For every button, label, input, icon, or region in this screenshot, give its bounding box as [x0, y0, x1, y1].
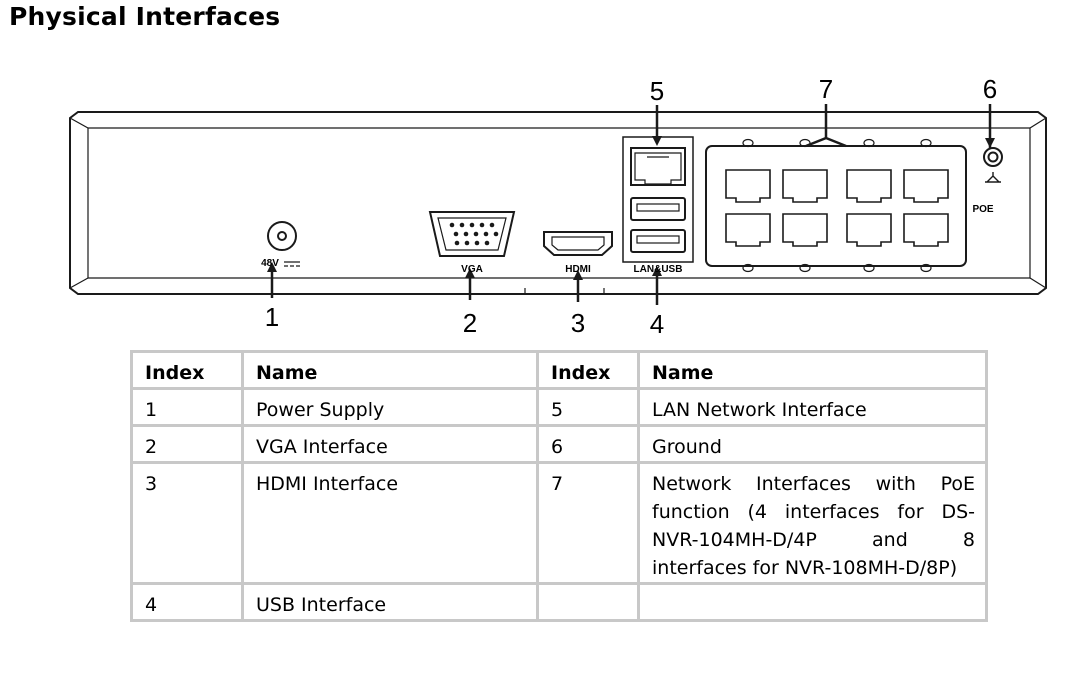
label-vga: VGA — [461, 264, 483, 275]
name-cell: VGA Interface — [241, 424, 539, 464]
index-cell — [536, 582, 640, 622]
table-row: 1 Power Supply 5 LAN Network Interface — [130, 387, 988, 427]
name-cell: USB Interface — [241, 582, 539, 622]
vga-port — [428, 211, 516, 257]
index-cell: 5 — [536, 387, 640, 427]
power-jack — [267, 221, 297, 251]
label-hdmi: HDMI — [565, 264, 591, 275]
callout-5: 5 — [650, 76, 664, 106]
table-row: 2 VGA Interface 6 Ground — [130, 424, 988, 464]
header-index-right: Index — [536, 350, 640, 390]
callout-7: 7 — [819, 74, 833, 104]
ground-terminal — [983, 147, 1003, 183]
index-cell: 3 — [130, 461, 244, 585]
callout-4: 4 — [650, 309, 664, 339]
index-cell: 6 — [536, 424, 640, 464]
nvr-rear-panel-diagram: 1 2 3 4 5 6 7 48V VGA HDMI LAN&USB POE — [69, 74, 1047, 339]
poe-block — [705, 138, 967, 273]
hdmi-port — [543, 231, 613, 256]
label-48v: 48V — [261, 258, 279, 269]
table-header-row: Index Name Index Name — [130, 350, 988, 390]
name-cell-poe: Network Interfaces with PoE function (4 … — [637, 461, 988, 585]
index-cell: 4 — [130, 582, 244, 622]
page-title: Physical Interfaces — [9, 2, 281, 31]
name-cell: HDMI Interface — [241, 461, 539, 585]
lan-usb-block — [622, 136, 694, 263]
index-cell: 7 — [536, 461, 640, 585]
header-index-left: Index — [130, 350, 244, 390]
header-name-left: Name — [241, 350, 539, 390]
callout-2: 2 — [463, 308, 477, 338]
name-cell — [637, 582, 988, 622]
label-lan-usb: LAN&USB — [634, 264, 683, 275]
callout-6: 6 — [983, 74, 997, 104]
name-cell: LAN Network Interface — [637, 387, 988, 427]
name-cell: Ground — [637, 424, 988, 464]
name-cell: Power Supply — [241, 387, 539, 427]
table-row: 4 USB Interface — [130, 582, 988, 622]
label-poe: POE — [972, 204, 993, 215]
callout-1: 1 — [265, 302, 279, 332]
table-row: 3 HDMI Interface 7 Network Interfaces wi… — [130, 461, 988, 585]
interface-table: Index Name Index Name 1 Power Supply 5 L… — [130, 350, 988, 622]
header-name-right: Name — [637, 350, 988, 390]
index-cell: 2 — [130, 424, 244, 464]
index-cell: 1 — [130, 387, 244, 427]
callout-3: 3 — [571, 308, 585, 338]
